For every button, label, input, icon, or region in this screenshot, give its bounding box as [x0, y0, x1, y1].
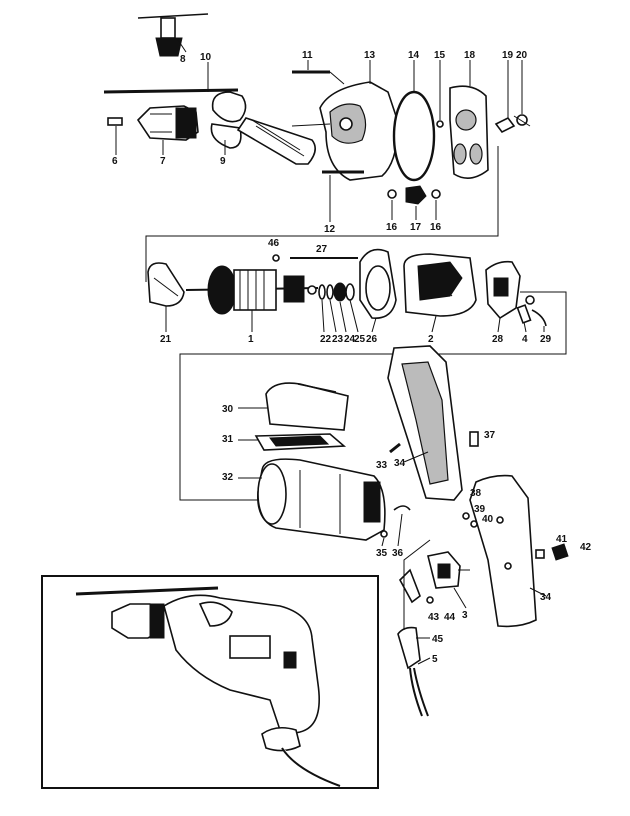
motor-housing-32 — [257, 458, 386, 541]
terminals — [399, 568, 434, 604]
cover-30 — [265, 382, 349, 431]
fan-baffle — [359, 248, 397, 319]
handle-half-left — [387, 345, 463, 501]
label-16b: 16 — [430, 222, 442, 233]
label-39: 39 — [474, 504, 486, 515]
label-3: 3 — [462, 610, 468, 621]
label-13: 13 — [364, 50, 376, 61]
label-5: 5 — [432, 654, 438, 665]
baffle-21 — [147, 262, 185, 307]
brush-cap — [525, 295, 547, 327]
cord-guard — [397, 626, 429, 717]
dowel-pin — [436, 120, 444, 128]
label-24: 24 — [344, 334, 356, 345]
bearing-washers — [318, 282, 355, 302]
brush-holder — [485, 260, 521, 320]
label-34a: 34 — [394, 458, 406, 469]
baseplate-31 — [254, 433, 347, 451]
screw-35 — [380, 530, 388, 538]
label-42: 42 — [580, 542, 592, 553]
label-30: 30 — [222, 404, 234, 415]
gear-plate — [449, 85, 489, 179]
label-36: 36 — [392, 548, 404, 559]
label-27: 27 — [316, 244, 328, 255]
label-45: 45 — [432, 634, 444, 645]
label-38: 38 — [470, 488, 482, 499]
label-35: 35 — [376, 548, 388, 559]
label-44: 44 — [444, 612, 456, 623]
label-21: 21 — [160, 334, 172, 345]
spring-36 — [393, 505, 411, 511]
field-coil — [403, 253, 477, 317]
label-29: 29 — [540, 334, 552, 345]
label-22: 22 — [320, 334, 332, 345]
gasket — [392, 90, 436, 182]
handle-half-right — [469, 474, 537, 628]
chuck — [107, 105, 199, 141]
screw-11 — [292, 70, 345, 85]
label-9: 9 — [220, 156, 226, 167]
cord-clamp — [535, 543, 569, 561]
armature — [185, 265, 319, 315]
label-1: 1 — [248, 334, 254, 345]
washers-39-40 — [462, 512, 478, 528]
label-16a: 16 — [386, 222, 398, 233]
switch-3 — [427, 551, 470, 589]
carbon-brush — [516, 304, 532, 324]
label-14: 14 — [408, 50, 420, 61]
assembled-drill-inset — [41, 575, 379, 789]
label-26: 26 — [366, 334, 378, 345]
spindle-lock — [494, 114, 531, 134]
label-46: 46 — [268, 238, 280, 249]
intermediate-gear — [387, 185, 441, 205]
label-34b: 34 — [540, 592, 552, 603]
label-15: 15 — [434, 50, 446, 61]
label-2: 2 — [428, 334, 434, 345]
label-12: 12 — [324, 224, 336, 235]
washer-46 — [272, 254, 280, 262]
chuck-key — [137, 13, 209, 57]
label-11: 11 — [302, 50, 313, 61]
label-7: 7 — [160, 156, 166, 167]
label-17: 17 — [410, 222, 422, 233]
screw-33 — [389, 442, 401, 454]
label-4: 4 — [522, 334, 528, 345]
label-41: 41 — [556, 534, 568, 545]
label-19: 19 — [502, 50, 514, 61]
label-20: 20 — [516, 50, 528, 61]
label-23: 23 — [332, 334, 344, 345]
label-31: 31 — [222, 434, 234, 445]
side-handle — [103, 88, 316, 165]
label-25: 25 — [354, 334, 366, 345]
label-18: 18 — [464, 50, 476, 61]
label-32: 32 — [222, 472, 234, 483]
label-33: 33 — [376, 460, 388, 471]
label-43: 43 — [428, 612, 440, 623]
label-10: 10 — [200, 52, 212, 63]
label-6: 6 — [112, 156, 118, 167]
label-40: 40 — [482, 514, 494, 525]
clip-37 — [469, 431, 479, 447]
label-28: 28 — [492, 334, 504, 345]
label-37: 37 — [484, 430, 496, 441]
label-8: 8 — [180, 54, 186, 65]
gear-housing — [291, 81, 399, 181]
